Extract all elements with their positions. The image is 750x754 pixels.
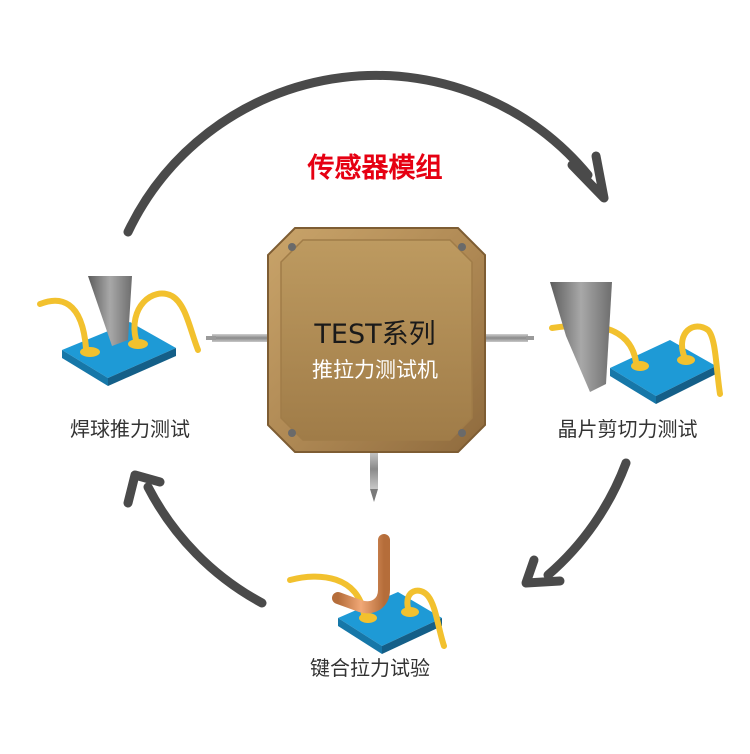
- arrowhead-right-icon: [521, 555, 565, 588]
- pin-right: [482, 334, 528, 342]
- machine-title: TEST系列: [314, 319, 436, 350]
- arrow-bottom-left: [143, 482, 267, 608]
- screw-tr-icon: [458, 243, 466, 251]
- machine-subtitle: 推拉力测试机: [312, 358, 438, 382]
- screw-br-icon: [458, 429, 466, 437]
- pin-left: [212, 334, 270, 342]
- box-inner: [280, 239, 473, 441]
- arrow-top: [123, 70, 593, 237]
- screw-tl-icon: [288, 243, 296, 251]
- label-ball-push-test: 焊球推力测试: [70, 417, 190, 441]
- arrowhead-top-icon: [567, 151, 609, 203]
- bond-pull-illustration: [287, 534, 447, 654]
- module-title: 传感器模组: [307, 153, 443, 184]
- screw-bl-icon: [288, 429, 296, 437]
- die-shear-illustration: [549, 282, 723, 404]
- arrow-right: [543, 458, 631, 580]
- pull-hook: [332, 534, 390, 614]
- test-machine-box: [206, 227, 534, 502]
- arrowheads: [123, 151, 609, 588]
- pin-bottom: [370, 449, 378, 489]
- arrowhead-left-icon: [123, 470, 165, 508]
- cycle-arrows: [123, 70, 631, 608]
- label-die-shear-test: 晶片剪切力测试: [557, 417, 698, 441]
- label-bond-pull-test: 键合拉力试验: [310, 656, 430, 680]
- ball-push-illustration: [37, 276, 201, 386]
